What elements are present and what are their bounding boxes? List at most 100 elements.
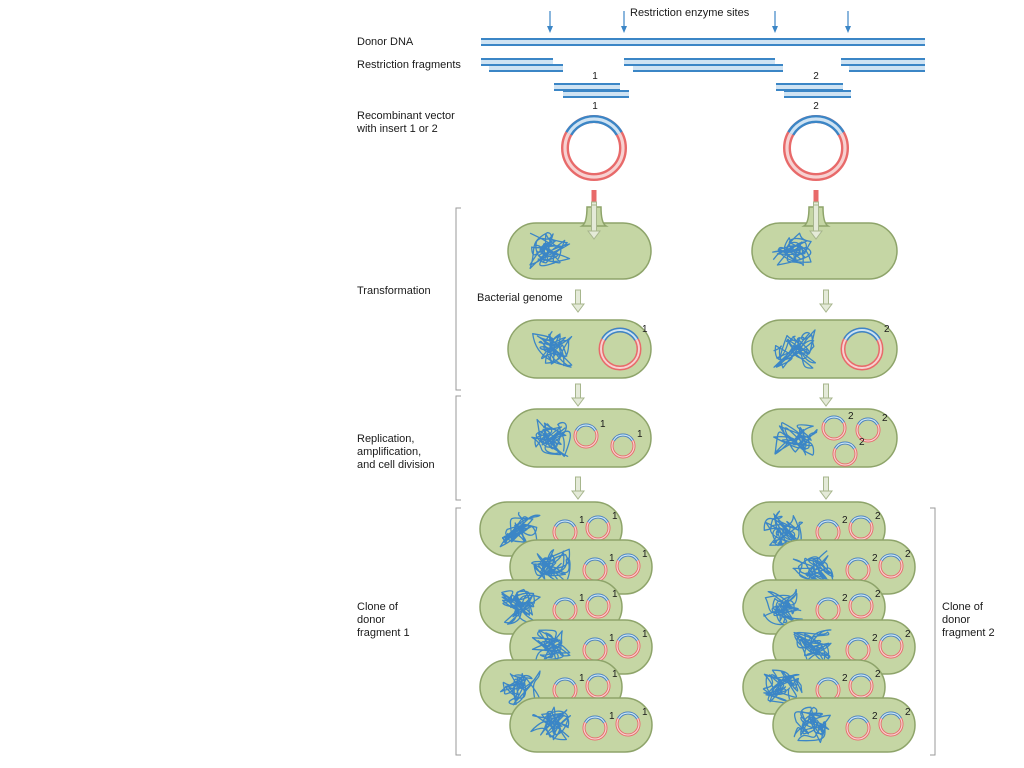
plasmid-number: 2 [905, 549, 911, 560]
bacterial-genome-icon [499, 670, 541, 706]
plasmid-number: 2 [842, 673, 848, 684]
plasmid-number: 1 [637, 429, 643, 440]
bacterial-genome-icon [501, 588, 541, 625]
fragment-1-number: 1 [592, 71, 598, 82]
plasmid-number: 2 [882, 413, 888, 424]
restriction-site-arrow-icon [621, 11, 627, 33]
plasmid-number: 1 [612, 589, 618, 600]
replication-label: Replication, amplification, and cell div… [357, 433, 435, 471]
fragment-2-number: 2 [813, 71, 819, 82]
plasmid-icon [573, 423, 599, 449]
plasmid-number: 1 [600, 419, 606, 430]
donor-dna-label: Donor DNA [357, 36, 414, 48]
fragment-piece [633, 64, 783, 72]
restriction-fragments-label: Restriction fragments [357, 59, 461, 71]
bacterial-genome-icon [763, 510, 804, 548]
cell-membrane [772, 697, 916, 753]
cell-membrane [507, 222, 652, 280]
bacterial-genome-icon [499, 511, 541, 548]
plasmid-number: 2 [842, 593, 848, 604]
plasmid-number: 1 [642, 549, 648, 560]
vector-1-number: 1 [592, 101, 598, 112]
uptake-arrow-icon [809, 204, 823, 240]
plasmid-number: 2 [905, 707, 911, 718]
plasmid-number: 1 [609, 711, 615, 722]
plasmid-number: 2 [872, 633, 878, 644]
plasmid-icon [845, 715, 871, 741]
plasmid-icon [848, 593, 874, 619]
process-arrow-icon [819, 289, 833, 313]
plasmid-icon [615, 553, 641, 579]
plasmid-number: 2 [884, 324, 890, 335]
bacterium-uptake-1 [507, 204, 652, 280]
plasmid-icon [840, 327, 884, 371]
fragment-1-strand [554, 83, 620, 91]
restriction-site-arrow-icon [547, 11, 553, 33]
bacterial-genome-icon [773, 422, 818, 456]
plasmid-number: 1 [579, 515, 585, 526]
plasmid-number: 2 [848, 411, 854, 422]
transformation-bracket [455, 207, 461, 391]
plasmid-number: 1 [642, 707, 648, 718]
restriction-sites-label: Restriction enzyme sites [630, 7, 750, 19]
plasmid-icon [585, 673, 611, 699]
cell-membrane [751, 222, 898, 280]
restriction-site-arrow-icon [772, 11, 778, 33]
replication-bracket [455, 395, 461, 501]
plasmid-icon [878, 711, 904, 737]
donor-dna-strand [481, 38, 925, 46]
bacterial-genome-icon [763, 588, 803, 626]
transformed-bacterium-2: 2 [751, 319, 898, 379]
process-arrow-icon [571, 383, 585, 407]
bacterial-genome-icon [772, 232, 812, 266]
plasmid-number: 1 [609, 553, 615, 564]
replicating-bacterium-1: 11 [507, 408, 652, 468]
plasmid-icon [848, 673, 874, 699]
plasmid-number: 2 [859, 437, 865, 448]
plasmid-number: 1 [579, 593, 585, 604]
clone-1-bracket [455, 507, 461, 756]
plasmid-icon [821, 415, 847, 441]
bacterial-genome-label: Bacterial genome [477, 292, 563, 304]
plasmid-icon [832, 441, 858, 467]
clone-2-bracket [930, 507, 936, 756]
plasmid-icon [610, 433, 636, 459]
process-arrow-icon [571, 476, 585, 500]
plasmid-number: 2 [875, 589, 881, 600]
plasmid-number: 2 [842, 515, 848, 526]
recombinant-vector-1-icon [561, 115, 627, 181]
plasmid-icon [585, 515, 611, 541]
bacterium-uptake-2 [751, 204, 898, 280]
plasmid-icon [855, 417, 881, 443]
plasmid-number: 1 [612, 669, 618, 680]
clone-2-label: Clone of donor fragment 2 [942, 601, 995, 639]
plasmid-number: 2 [872, 553, 878, 564]
bacterial-genome-icon [531, 548, 571, 585]
bacterial-genome-icon [793, 706, 831, 744]
fragment-2-strand [776, 83, 843, 91]
fragment-piece [849, 64, 925, 72]
plasmid-number: 1 [642, 324, 648, 335]
clone-1-label: Clone of donor fragment 1 [357, 601, 410, 639]
fragment-2-strand [784, 90, 851, 98]
plasmid-icon [815, 677, 841, 703]
transformed-bacterium-1: 1 [507, 319, 652, 379]
bacterial-genome-icon [529, 231, 571, 270]
plasmid-number: 2 [905, 629, 911, 640]
vector-2-number: 2 [813, 101, 819, 112]
cell-membrane [509, 697, 653, 753]
cell-membrane [751, 319, 898, 379]
bacterial-genome-icon [792, 550, 835, 584]
plasmid-icon [878, 633, 904, 659]
plasmid-icon [582, 557, 608, 583]
transformation-label: Transformation [357, 285, 431, 297]
plasmid-number: 1 [579, 673, 585, 684]
fragment-1-strand [563, 90, 629, 98]
plasmid-icon [598, 327, 642, 371]
plasmid-number: 2 [872, 711, 878, 722]
plasmid-number: 1 [642, 629, 648, 640]
plasmid-icon [585, 593, 611, 619]
